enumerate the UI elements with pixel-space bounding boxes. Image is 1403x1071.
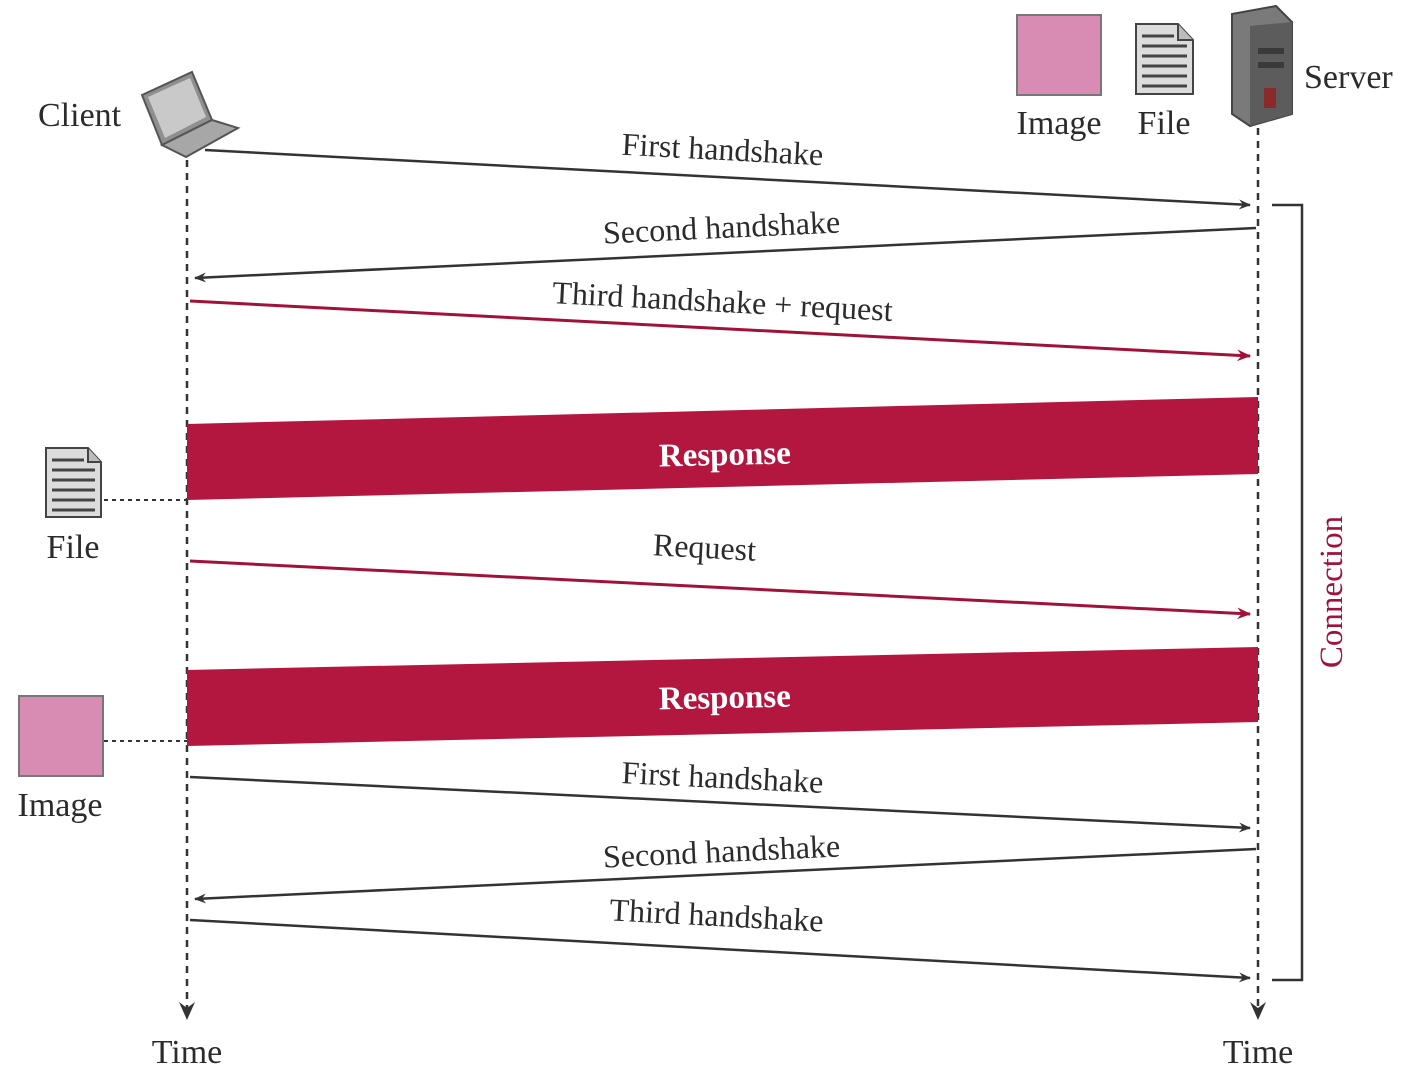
client-label: Client xyxy=(38,97,122,134)
request-label: Request xyxy=(652,526,757,567)
connection-label: Connection xyxy=(1314,516,1350,668)
file-icon xyxy=(45,447,102,518)
client-time-arrowhead xyxy=(179,1002,195,1020)
server-label: Server xyxy=(1304,59,1393,96)
second-handshake-arrow xyxy=(194,847,1257,904)
response-band xyxy=(187,647,1258,746)
first-handshake-label: First handshake xyxy=(621,126,824,173)
third-handshake-arrow xyxy=(189,918,1251,983)
first-handshake-arrow xyxy=(189,775,1251,833)
first-handshake-label: First handshake xyxy=(621,754,824,800)
received-image-swatch xyxy=(18,695,104,777)
image-legend-label: Image xyxy=(1017,105,1102,142)
response-label: Response xyxy=(658,436,791,475)
third-handshake-request-label: Third handshake + request xyxy=(552,274,894,328)
second-handshake-label: Second handshake xyxy=(602,827,841,874)
client-time-label: Time xyxy=(152,1034,223,1071)
second-handshake-label: Second handshake xyxy=(602,203,841,250)
received-image-label: Image xyxy=(18,787,103,824)
server-time-label: Time xyxy=(1223,1034,1294,1071)
request-arrow xyxy=(189,559,1252,620)
server-time-arrowhead xyxy=(1250,1002,1266,1020)
connection-bracket xyxy=(1272,203,1304,982)
first-handshake-arrow xyxy=(204,148,1251,210)
file-icon xyxy=(1135,23,1194,95)
response-band xyxy=(187,397,1258,500)
third-handshake-label: Third handshake xyxy=(609,891,825,938)
file-legend-label: File xyxy=(1138,105,1191,142)
laptop-icon xyxy=(140,70,241,159)
second-handshake-arrow xyxy=(194,226,1257,283)
received-file-label: File xyxy=(47,529,100,566)
server-icon xyxy=(1231,4,1293,128)
response-label: Response xyxy=(658,679,791,718)
third-handshake-request-arrow xyxy=(189,299,1252,362)
image-legend-swatch xyxy=(1016,14,1102,96)
